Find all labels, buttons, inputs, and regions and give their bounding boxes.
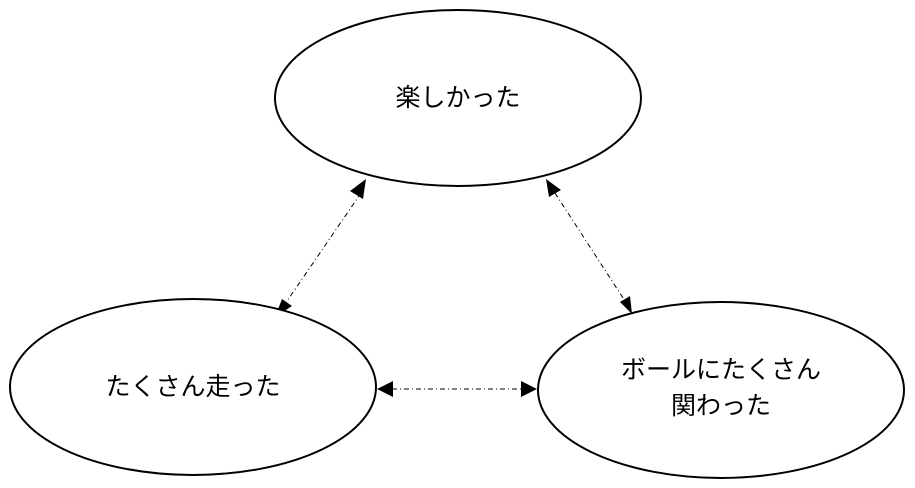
node-ball-contact-ellipse xyxy=(537,301,905,479)
node-fun-label: 楽しかった xyxy=(395,83,520,112)
node-fun-ellipse xyxy=(274,9,642,187)
node-ball-contact: ボールにたくさん 関わった xyxy=(537,301,905,479)
node-ball-contact-label-line1: ボールにたくさん xyxy=(621,355,821,384)
arrowhead-ball-top-end xyxy=(620,296,632,314)
connector-fun-ball xyxy=(546,179,632,314)
node-ran-a-lot-ellipse xyxy=(9,298,377,476)
node-ran-a-lot: たくさん走った xyxy=(9,298,377,476)
node-fun: 楽しかった xyxy=(274,9,642,187)
connector-fun-ran xyxy=(275,179,366,317)
arrowhead-fun-right-end xyxy=(546,179,561,197)
node-ball-contact-label-line2: 関わった xyxy=(671,391,771,420)
arrowhead-fun-end xyxy=(350,179,366,199)
node-ran-a-lot-label: たくさん走った xyxy=(105,372,280,401)
arrowhead-ran-right-end xyxy=(377,381,393,397)
connector-ran-ball xyxy=(377,381,537,397)
arrowhead-ball-left-end xyxy=(521,381,537,397)
